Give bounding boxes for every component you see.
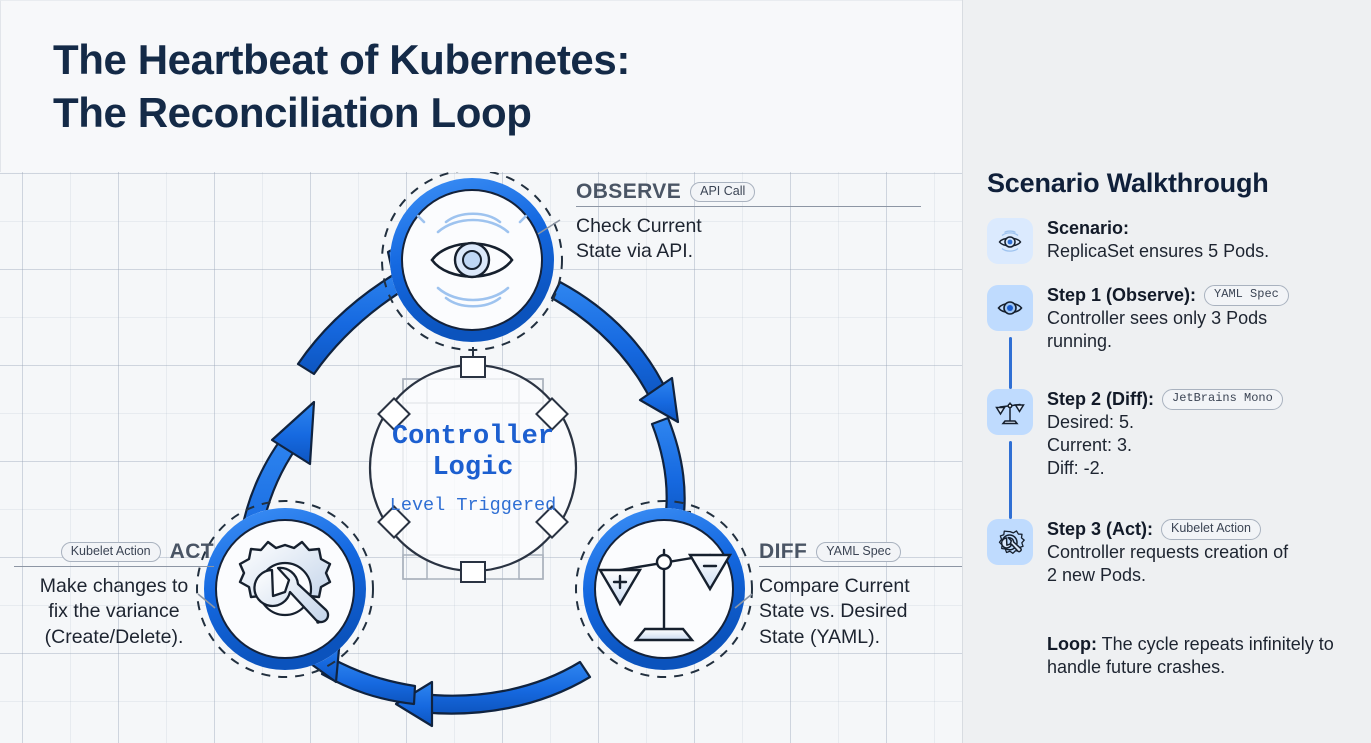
step-chip: Kubelet Action <box>1161 519 1261 540</box>
timeline-connector <box>1008 441 1012 520</box>
list-item: Step 1 (Observe): YAML Spec Controller s… <box>987 285 1349 390</box>
list-item: Step 2 (Diff): JetBrains Mono Desired: 5… <box>987 389 1349 520</box>
eye-waves-icon <box>987 218 1033 264</box>
eye-icon <box>987 285 1033 332</box>
node-diff[interactable] <box>575 500 753 678</box>
step-head: Step 3 (Act): Kubelet Action <box>1047 519 1349 540</box>
node-act[interactable] <box>196 500 374 678</box>
step-icon-column <box>987 218 1033 264</box>
observe-dashed-ring <box>381 172 563 351</box>
step-text: Step 3 (Act): Kubelet Action Controller … <box>1047 519 1349 609</box>
step-body: ReplicaSet ensures 5 Pods. <box>1047 241 1270 261</box>
step-text: Step 1 (Observe): YAML Spec Controller s… <box>1047 285 1349 375</box>
eye-icon <box>416 212 528 308</box>
scales-icon <box>597 548 733 642</box>
step-icon-column <box>987 519 1033 566</box>
callout-observe: OBSERVE API Call Check Current State via… <box>576 180 926 265</box>
step-chip: JetBrains Mono <box>1162 389 1283 410</box>
list-item: Scenario: ReplicaSet ensures 5 Pods. <box>987 218 1349 285</box>
act-dashed-ring <box>196 500 374 678</box>
diagram-canvas: OBSERVE API Call Check Current State via… <box>0 172 962 743</box>
diff-title: DIFF <box>759 540 808 563</box>
diagram-panel: The Heartbeat of Kubernetes: The Reconci… <box>0 0 962 743</box>
header: The Heartbeat of Kubernetes: The Reconci… <box>0 0 962 172</box>
step-head: Step 1 (Observe): YAML Spec <box>1047 285 1349 306</box>
step-label: Step 1 (Observe): <box>1047 285 1197 306</box>
observe-body: Check Current State via API. <box>576 215 702 263</box>
observe-rule <box>576 206 921 207</box>
step-chip: YAML Spec <box>1204 285 1289 306</box>
gear-wrench-icon <box>987 519 1033 566</box>
observe-chip: API Call <box>690 181 756 203</box>
loop-note: Loop: The cycle repeats infinitely to ha… <box>1047 633 1347 680</box>
step-head: Scenario: <box>1047 218 1349 239</box>
arrow-observe-to-diff <box>550 280 692 550</box>
loop-text: The cycle repeats infinitely to handle f… <box>1047 634 1334 678</box>
callout-act: Kubelet Action ACT Make changes to fix t… <box>14 540 214 650</box>
act-rule <box>14 566 214 567</box>
step-label: Step 2 (Diff): <box>1047 389 1154 410</box>
callout-leaders <box>197 219 753 609</box>
step-body: Controller requests creation of 2 new Po… <box>1047 542 1289 586</box>
step-icon-column <box>987 389 1033 520</box>
act-chip: Kubelet Action <box>60 541 161 563</box>
timeline-connector <box>1008 337 1012 390</box>
walkthrough-steps: Scenario: ReplicaSet ensures 5 Pods. <box>987 218 1349 609</box>
arrow-diff-to-act <box>298 636 592 728</box>
loop-label: Loop: <box>1047 634 1097 654</box>
step-label: Step 3 (Act): <box>1047 519 1154 540</box>
step-icon-column <box>987 285 1033 390</box>
step-text: Scenario: ReplicaSet ensures 5 Pods. <box>1047 218 1349 285</box>
reconciliation-loop-graphic <box>196 172 753 728</box>
controller-logic-center <box>368 347 578 583</box>
step-text: Step 2 (Diff): JetBrains Mono Desired: 5… <box>1047 389 1349 502</box>
scenario-sidebar: Scenario Walkthrough <box>962 0 1371 743</box>
list-item: Step 3 (Act): Kubelet Action Controller … <box>987 519 1349 609</box>
act-title: ACT <box>169 540 214 563</box>
sidebar-title: Scenario Walkthrough <box>987 168 1269 198</box>
node-observe[interactable] <box>381 172 563 351</box>
diff-rule <box>759 566 962 567</box>
page-title: The Heartbeat of Kubernetes: The Reconci… <box>53 36 630 136</box>
step-body: Controller sees only 3 Pods running. <box>1047 308 1268 352</box>
step-head: Step 2 (Diff): JetBrains Mono <box>1047 389 1349 410</box>
diff-chip: YAML Spec <box>816 541 901 563</box>
act-body: Make changes to fix the variance (Create… <box>39 575 189 648</box>
observe-title: OBSERVE <box>576 180 682 203</box>
diff-body: Compare Current State vs. Desired State … <box>759 575 910 648</box>
step-label: Scenario: <box>1047 218 1130 238</box>
step-body: Desired: 5. Current: 3. Diff: -2. <box>1047 412 1135 479</box>
scales-icon <box>987 389 1033 436</box>
diff-dashed-ring <box>575 500 753 678</box>
gear-wrench-icon <box>238 540 332 624</box>
callout-diff: DIFF YAML Spec Compare Current State vs.… <box>759 540 962 650</box>
